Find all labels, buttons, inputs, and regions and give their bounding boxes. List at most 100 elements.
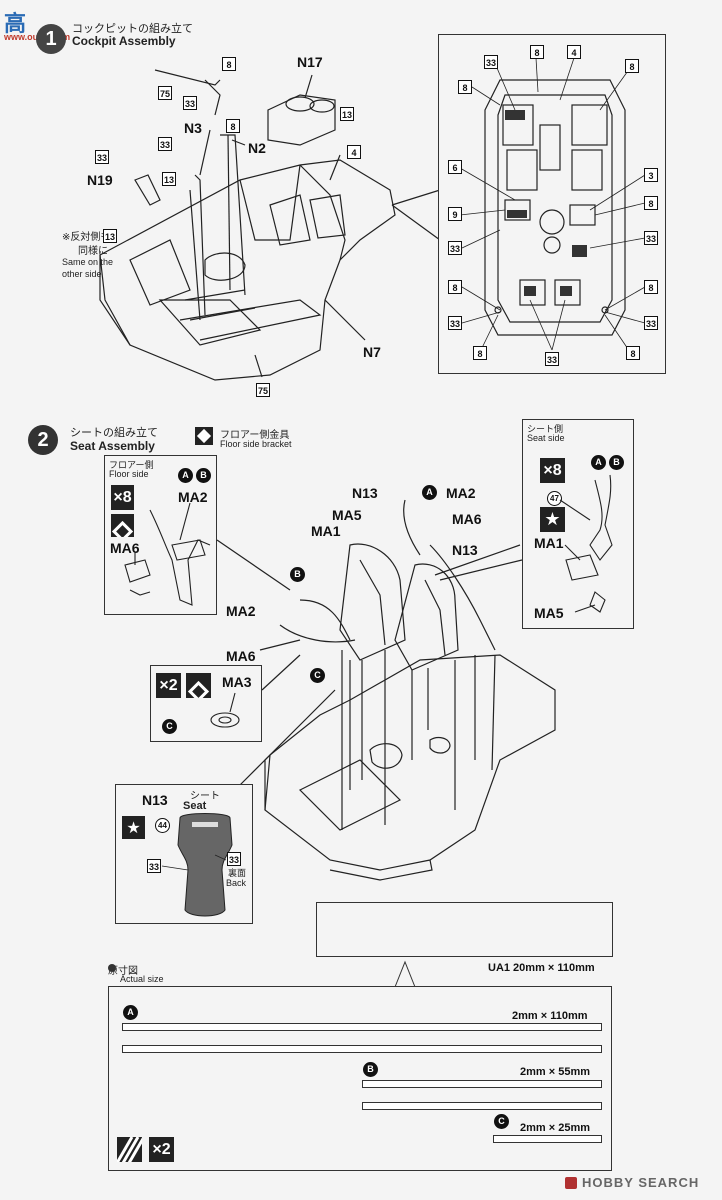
detail-8-g: 8 (644, 280, 658, 294)
ma2-center-top: MA2 (446, 485, 476, 501)
decal-13-a: 13 (340, 107, 354, 121)
ma1-center: MA1 (311, 523, 341, 539)
part-n7: N7 (363, 344, 381, 360)
seat-ref-a: A (591, 455, 606, 470)
floor-ma2: MA2 (178, 489, 208, 505)
floor-ref-b: B (196, 468, 211, 483)
actual-size-bullet (108, 964, 116, 972)
detail-8-a: 8 (530, 45, 544, 59)
detail-33-c: 33 (644, 231, 658, 245)
seat-box-decal-33-left: 33 (147, 859, 161, 873)
center-ref-c: C (310, 668, 325, 683)
floor-side-jp: フロアー側 (109, 461, 154, 471)
detail-33-f: 33 (545, 352, 559, 366)
a-dim: 2mm × 110mm (512, 1010, 588, 1022)
detail-6: 6 (448, 160, 462, 174)
ma5-center: MA5 (332, 507, 362, 523)
part-n2: N2 (248, 140, 266, 156)
seat-ref-b: B (609, 455, 624, 470)
strip-b-1 (362, 1080, 602, 1088)
watermark-logo: 高 (4, 12, 27, 37)
center-ref-b: B (290, 567, 305, 582)
note-en-2: other side (62, 269, 102, 279)
detail-8-c: 8 (625, 59, 639, 73)
decal-33-a: 33 (158, 137, 172, 151)
seat-decal-47: 47 (547, 491, 562, 506)
size-ref-b: B (363, 1062, 378, 1077)
ma3-x2: ×2 (156, 673, 181, 698)
ma3-label: MA3 (222, 674, 252, 690)
ua1-sticker-outline (316, 902, 613, 957)
floor-x8: ×8 (111, 485, 134, 510)
decal-4-a: 4 (347, 145, 361, 159)
seat-box-en: Seat (183, 800, 207, 812)
ua1-dim: UA1 20mm × 110mm (488, 962, 595, 974)
decal-75-bottom: 75 (256, 383, 270, 397)
actual-size-jp: 原寸図 (108, 966, 138, 977)
note-jp-1: ※反対側も (62, 232, 111, 243)
seat-star-icon: ★ (540, 507, 565, 532)
detail-8-f: 8 (473, 346, 487, 360)
detail-8-e: 8 (448, 280, 462, 294)
detail-4: 4 (567, 45, 581, 59)
size-ref-c: C (494, 1114, 509, 1129)
detail-8-d: 8 (644, 196, 658, 210)
c-dim: 2mm × 25mm (520, 1122, 591, 1134)
n13-center-a: N13 (352, 485, 378, 501)
part-n17: N17 (297, 54, 323, 70)
seat-box-decal-44: 44 (155, 818, 170, 833)
bracket-icon (195, 427, 213, 445)
floor-ref-a: A (178, 468, 193, 483)
seat-box-back-en: Back (226, 878, 247, 888)
footer-brand-logo (565, 1177, 577, 1189)
seat-box-star-icon: ★ (122, 816, 145, 839)
floor-side-en: Floor side (109, 469, 149, 479)
seat-box-jp: シート (190, 791, 220, 802)
bracket-jp: フロアー側金具 (220, 430, 290, 441)
part-n19: N19 (87, 172, 113, 188)
cockpit-top-view-box (438, 34, 666, 374)
bracket-en: Floor side bracket (220, 439, 292, 449)
decal-8-top: 8 (222, 57, 236, 71)
step2-number: 2 (28, 425, 58, 455)
detail-33-a: 33 (484, 55, 498, 69)
seat-x8: ×8 (540, 458, 565, 483)
detail-8-b: 8 (458, 80, 472, 94)
detail-33-d: 33 (448, 316, 462, 330)
detail-9: 9 (448, 207, 462, 221)
ma3-bracket-icon (186, 673, 211, 698)
center-ref-a: A (422, 485, 437, 500)
floor-bracket-icon (111, 514, 134, 537)
b-dim: 2mm × 55mm (520, 1066, 591, 1078)
step1-number: 1 (36, 24, 66, 54)
decal-33-n19: 33 (95, 150, 109, 164)
ma6-left: MA6 (226, 648, 256, 664)
seat-box-decal-33-right: 33 (227, 852, 241, 866)
step1-title-en: Cockpit Assembly (72, 34, 176, 48)
note-en-1: Same on the (62, 257, 114, 267)
strip-icon (117, 1137, 142, 1162)
detail-33-b: 33 (448, 241, 462, 255)
decal-75-top: 75 (158, 86, 172, 100)
decal-13-side: 13 (103, 229, 117, 243)
part-n3: N3 (184, 120, 202, 136)
detail-33-e: 33 (644, 316, 658, 330)
seat-box-back-jp: 裏面 (228, 869, 247, 879)
strip-x2: ×2 (149, 1137, 174, 1162)
detail-3: 3 (644, 168, 658, 182)
strip-a-1 (122, 1023, 602, 1031)
step2-title-jp: シートの組み立て (70, 426, 158, 439)
cockpit-top-view (459, 57, 646, 353)
seat-ma5: MA5 (534, 605, 564, 621)
strip-c (493, 1135, 602, 1143)
ma2-left: MA2 (226, 603, 256, 619)
decal-8-mid: 8 (226, 119, 240, 133)
seat-box-part: N13 (142, 792, 168, 808)
footer-brand: HOBBY SEARCH (582, 1175, 700, 1190)
actual-size-en: Actual size (120, 974, 164, 984)
ma6-center: MA6 (452, 511, 482, 527)
